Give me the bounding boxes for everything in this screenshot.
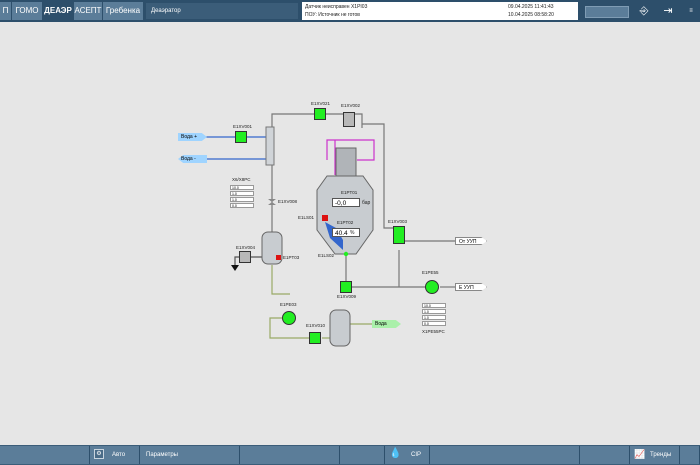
valve-e1xv002[interactable]	[343, 112, 355, 127]
tab-asept[interactable]: АСЕПТ	[74, 2, 103, 20]
tag-label: E1LS02	[318, 253, 335, 258]
valve-e1xv010[interactable]	[309, 332, 321, 344]
heat-exchanger	[265, 126, 275, 166]
top-bar: П ГОМО ДЕАЭР АСЕПТ Гребенка Деаэратор Да…	[0, 0, 700, 22]
screen-title: Деаэратор	[146, 3, 298, 19]
panel-row: 10.0	[422, 303, 446, 308]
tag-label: E1XV009	[337, 294, 357, 299]
tab-deaer[interactable]: ДЕАЭР	[43, 2, 74, 20]
tank-1-alarm	[276, 255, 281, 260]
tag-label: E1PE55	[422, 270, 439, 275]
auto-label: Авто	[112, 452, 126, 458]
panel-row: 1.0	[230, 197, 254, 202]
level-alarm-indicator	[322, 215, 328, 221]
tag-label: X1PE55PC	[422, 329, 445, 334]
logout-icon[interactable]: ⇥	[663, 5, 673, 17]
bottom-empty	[240, 446, 340, 464]
alarm-message: Датчик неисправен X1PI03	[305, 4, 368, 10]
water-in-tag[interactable]: Вода +	[178, 133, 207, 141]
panel-row: 10.0	[230, 185, 254, 190]
tab-gomo[interactable]: ГОМО	[12, 2, 43, 20]
alarm-time: 10.04.2025 08:58:20	[508, 12, 554, 18]
bottom-empty	[680, 446, 700, 464]
bottom-empty	[580, 446, 630, 464]
trends-button[interactable]: Тренды	[630, 446, 680, 464]
params-button[interactable]: Параметры	[140, 446, 240, 464]
pump-e1pe55[interactable]	[425, 280, 439, 294]
tag-label: E1PT01	[341, 190, 358, 195]
process-diagram	[205, 113, 455, 347]
tag-label: E1PT02	[337, 220, 354, 225]
manual-valve-icon	[268, 199, 276, 205]
bottom-empty	[340, 446, 385, 464]
valve-e1xv021[interactable]	[314, 108, 326, 120]
pressure-unit: бар	[362, 200, 371, 206]
tag-label: X6/X8PC	[232, 177, 251, 182]
pump-e1pe03[interactable]	[282, 311, 296, 325]
valve-e1xv001[interactable]	[235, 131, 247, 143]
alarm-message: ПОУ: Источник не готов	[305, 12, 360, 18]
water-tank-tag[interactable]: Вода	[372, 320, 401, 328]
condensate-line	[271, 265, 290, 295]
outlet-line	[345, 251, 432, 288]
alarm-message-box[interactable]: Датчик неисправен X1PI03 09.04.2025 11:4…	[302, 2, 578, 20]
tag-label: E1XV010	[306, 323, 326, 328]
deaerator-column	[335, 147, 357, 177]
water-drop-icon: 💧	[389, 448, 402, 459]
drain-line	[234, 256, 262, 265]
level-readout: 40.4	[332, 228, 360, 237]
bottom-empty	[430, 446, 580, 464]
tag-label: E1PT03	[283, 255, 300, 260]
controller-panel-1[interactable]: 10.0 1.0 1.0 0.0	[230, 184, 254, 208]
level-switch-indicator	[343, 251, 349, 257]
tag-label: E1XV003	[388, 219, 408, 224]
tag-label: E1XV001	[233, 124, 253, 129]
panel-row: 1.0	[230, 191, 254, 196]
valve-e1xv009[interactable]	[340, 281, 352, 293]
tag-label: E1XV021	[311, 101, 331, 106]
valve-e1xv004[interactable]	[239, 251, 251, 263]
panel-row: 0.0	[422, 321, 446, 326]
menu-icon[interactable]: ≡	[689, 8, 693, 14]
level-unit: %	[350, 230, 355, 236]
user-icon[interactable]: ⎆	[639, 5, 649, 17]
condensate-return-line	[362, 123, 395, 229]
bottom-bar: Авто Параметры CIP Тренды ⚙ 💧 📈	[0, 445, 700, 465]
bottom-empty	[0, 446, 90, 464]
cip-button[interactable]: CIP	[385, 446, 430, 464]
tag-label: E1LS01	[298, 215, 315, 220]
panel-row: 1.0	[422, 315, 446, 320]
to-uup-tag[interactable]: Е УУП	[455, 283, 487, 291]
pressure-readout: -0,0	[332, 198, 360, 207]
valve-e1xv003[interactable]	[393, 226, 405, 244]
tank-2	[329, 309, 351, 347]
cip-label: CIP	[411, 452, 422, 458]
controller-panel-2[interactable]: 10.0 1.0 1.0 0.0	[422, 302, 446, 326]
water-out-tag[interactable]: Вода -	[178, 155, 207, 163]
from-uup-tag[interactable]: От УУП	[455, 237, 487, 245]
login-field[interactable]	[585, 6, 629, 18]
panel-row: 1.0	[422, 309, 446, 314]
steam-loop	[326, 139, 375, 161]
pump-line	[269, 317, 315, 339]
tag-label: E1XV002	[341, 103, 361, 108]
drain-icon	[231, 265, 239, 271]
trends-icon: 📈	[634, 449, 646, 459]
tag-label: E1XV008	[278, 199, 298, 204]
params-label: Параметры	[146, 452, 178, 458]
panel-row: 0.0	[230, 203, 254, 208]
tag-label: E1PE03	[280, 302, 297, 307]
trends-label: Тренды	[650, 452, 672, 458]
tab-p[interactable]: П	[0, 2, 12, 20]
alarm-time: 09.04.2025 11:41:43	[508, 4, 554, 10]
tag-label: E1XV004	[236, 245, 256, 250]
auto-icon: ⚙	[94, 449, 104, 459]
tab-grebenka[interactable]: Гребенка	[103, 2, 144, 20]
